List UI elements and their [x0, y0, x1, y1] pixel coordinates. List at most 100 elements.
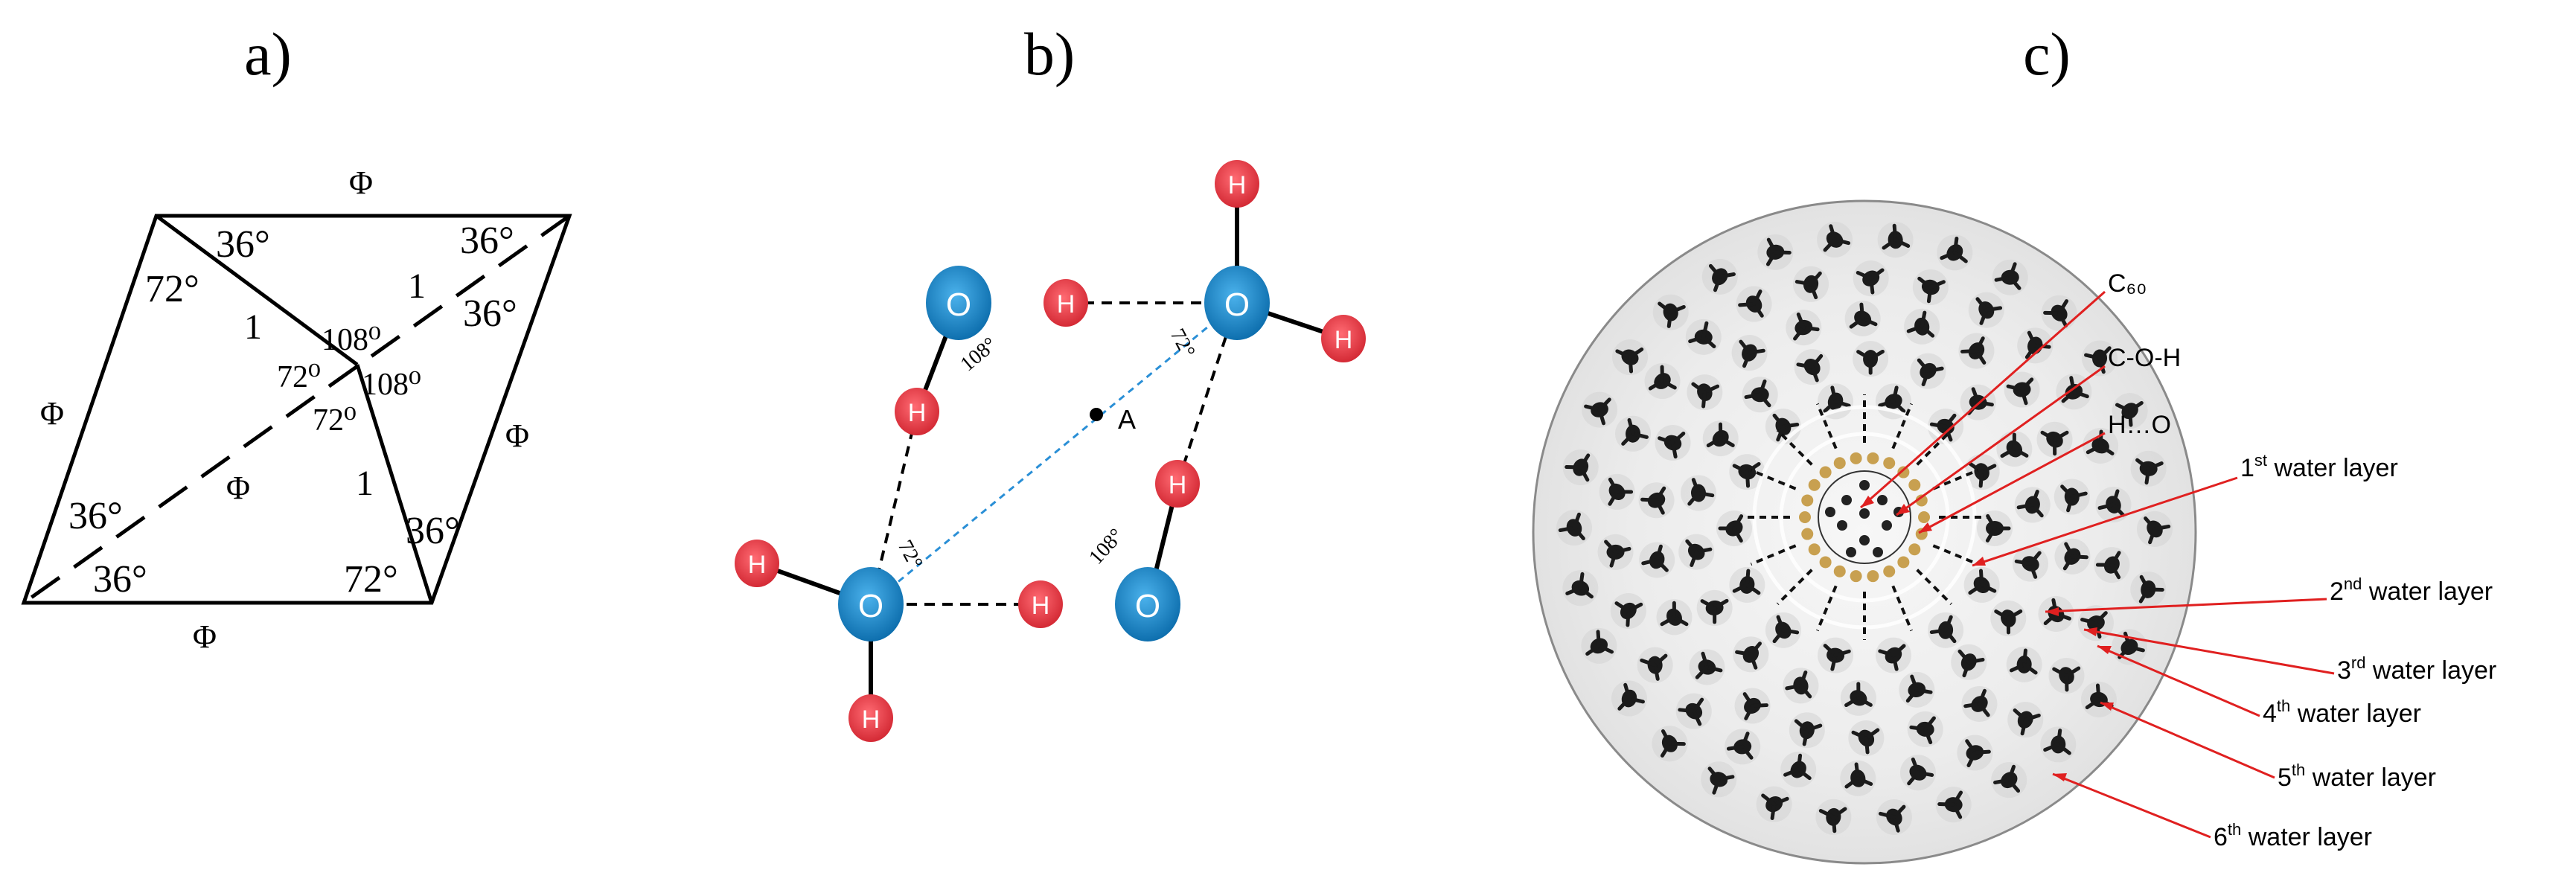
hydrogen-atom-7: H [1018, 580, 1063, 628]
callout-label-l6: 6th water layer [2214, 820, 2372, 851]
water-molecule [1968, 292, 2004, 328]
c60-carbon [1825, 507, 1835, 517]
hydroxyl-group [1915, 494, 1928, 507]
hydrogen-atom-4: H [1321, 315, 1366, 362]
hydroxyl-group [1819, 466, 1832, 479]
water-molecule [1685, 319, 1722, 355]
water-molecule [1734, 688, 1771, 724]
angle-br-upper: 36° [406, 510, 460, 552]
callout-arrow-c60 [1861, 496, 1874, 508]
water-molecule [1731, 335, 1768, 371]
water-molecule [2006, 646, 2042, 682]
water-molecule [1963, 566, 2000, 603]
water-molecule [1610, 592, 1646, 629]
water-molecule [2077, 605, 2114, 641]
water-molecule [1907, 711, 1943, 747]
water-molecule [1991, 762, 2027, 799]
water-molecule [2017, 327, 2054, 364]
water-molecule [1840, 679, 1876, 716]
panel-b: b) A 108° 108° 72° 72° O [735, 20, 1366, 742]
svg-text:H: H [1228, 171, 1247, 199]
water-molecule [1910, 353, 1946, 389]
water-molecule [1818, 637, 1854, 673]
callout-arrow-l6 [2053, 773, 2067, 781]
callout-line-l1 [1972, 476, 2238, 567]
water-molecule [1990, 600, 2027, 636]
water-molecule [2041, 295, 2077, 331]
water-molecule [1780, 752, 1817, 788]
water-molecule [1977, 511, 2013, 546]
radial-spoke [1891, 585, 1913, 632]
water-molecule [2083, 428, 2119, 464]
c60-carbon [1837, 520, 1847, 531]
oxygen-atom-1: O [926, 266, 991, 340]
radial-spoke [1816, 403, 1838, 449]
c60-carbon [1882, 520, 1892, 531]
edge-label-right: Φ [505, 417, 529, 454]
water-molecule [2040, 726, 2077, 763]
svg-text:O: O [858, 588, 883, 624]
c60-carbon [1859, 480, 1870, 490]
water-molecule [2054, 479, 2090, 515]
c60-carbon [1859, 535, 1870, 545]
oxygen-atom-4: O [1115, 567, 1180, 641]
c60-carbon [1841, 495, 1852, 505]
callout-label-c60: C₆₀ [2108, 269, 2147, 298]
water-molecule [1681, 475, 1717, 511]
hydroxyl-group [1801, 528, 1814, 540]
callout-label-l1: 1st water layer [2240, 451, 2398, 482]
water-molecule [1696, 589, 1733, 626]
water-molecule [2014, 487, 2051, 523]
water-molecule [1611, 339, 1648, 376]
radial-spoke [1932, 544, 1979, 566]
water-molecule [2130, 571, 2167, 607]
water-molecule [1817, 222, 1853, 258]
radial-spoke [1750, 469, 1797, 490]
angle-tl-lower: 72° [145, 268, 199, 310]
water-molecule [1844, 301, 1881, 337]
water-molecule [2004, 371, 2040, 408]
radial-spoke [1932, 469, 1979, 490]
water-molecule [1701, 761, 1737, 798]
c60-carbon [1877, 495, 1888, 505]
angle-108-lower: 108° [1084, 524, 1128, 569]
rhombus-diagram [21, 214, 572, 605]
water-molecule [2112, 393, 2148, 429]
svg-text:H: H [908, 399, 927, 427]
water-molecule [1611, 680, 1647, 717]
oxygen-atom-2: O [1204, 266, 1270, 340]
hydrogen-atom-3: H [1215, 160, 1259, 208]
water-molecule [1992, 259, 2028, 295]
water-molecule [1961, 685, 1998, 722]
water-molecule [1678, 534, 1715, 570]
water-molecule [1725, 729, 1761, 765]
water-molecule [1937, 234, 1973, 271]
angle-tl: 36° [216, 223, 270, 266]
water-molecule [1786, 310, 1822, 346]
water-molecule [1656, 599, 1693, 636]
water-molecule [2130, 450, 2167, 487]
edge-label-top: Φ [349, 164, 373, 201]
water-molecule [1951, 644, 1987, 680]
edge-label-left: Φ [40, 395, 64, 432]
hydroxyl-group [1850, 452, 1862, 464]
water-molecule [2095, 487, 2132, 523]
callout-arrow-l2 [2045, 607, 2059, 616]
water-molecule [2012, 545, 2048, 582]
water-molecule [2094, 547, 2130, 583]
angle-center-left: 72⁰ [277, 360, 321, 394]
water-molecule [1957, 735, 1993, 771]
water-molecule [1794, 349, 1830, 385]
angle-center-right: 108⁰ [362, 368, 421, 402]
water-molecule [1876, 799, 1912, 835]
water-molecule [1765, 612, 1801, 648]
hydroxyl-group [1897, 466, 1910, 479]
hydroxyl-group [1897, 556, 1910, 569]
center-point-a [1090, 408, 1103, 421]
water-molecule [1904, 308, 1940, 345]
hydroxyl-group [1808, 543, 1821, 556]
panel-c: c) [1532, 20, 2496, 865]
water-molecule [1877, 222, 1914, 258]
callout-arrow-l4 [2097, 646, 2112, 654]
